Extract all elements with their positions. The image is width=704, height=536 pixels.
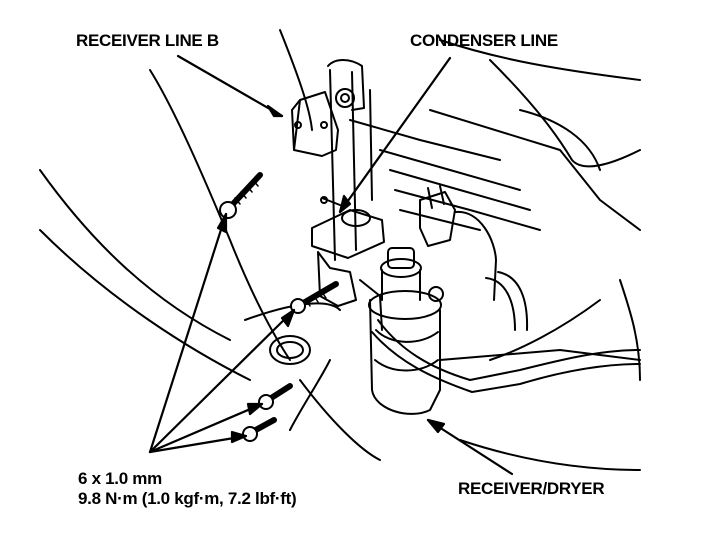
grommet — [269, 335, 311, 365]
label-torque-spec: 9.8 N·m (1.0 kgf·m, 7.2 lbf·ft) — [78, 489, 297, 508]
leader-bolts — [148, 212, 296, 454]
vehicle-body-outline — [39, 29, 641, 471]
support-bracket — [291, 59, 373, 261]
bolt-upper — [219, 172, 263, 219]
bolt-lower-2 — [242, 417, 277, 442]
leader-receiver-dryer — [426, 418, 514, 476]
pressure-switch — [419, 185, 497, 301]
label-bolt-size: 6 x 1.0 mm — [78, 469, 162, 488]
bolt-middle — [290, 281, 339, 314]
bolt-lower-1 — [258, 383, 293, 410]
leader-receiver-line-b — [176, 54, 284, 118]
label-condenser-line: CONDENSER LINE — [410, 31, 558, 50]
refrigerant-lines — [359, 271, 641, 393]
receiver-dryer-body — [368, 247, 444, 415]
leader-condenser-line — [338, 56, 452, 214]
label-receiver-line-b: RECEIVER LINE B — [76, 31, 219, 50]
label-receiver-dryer: RECEIVER/DRYER — [458, 479, 605, 498]
